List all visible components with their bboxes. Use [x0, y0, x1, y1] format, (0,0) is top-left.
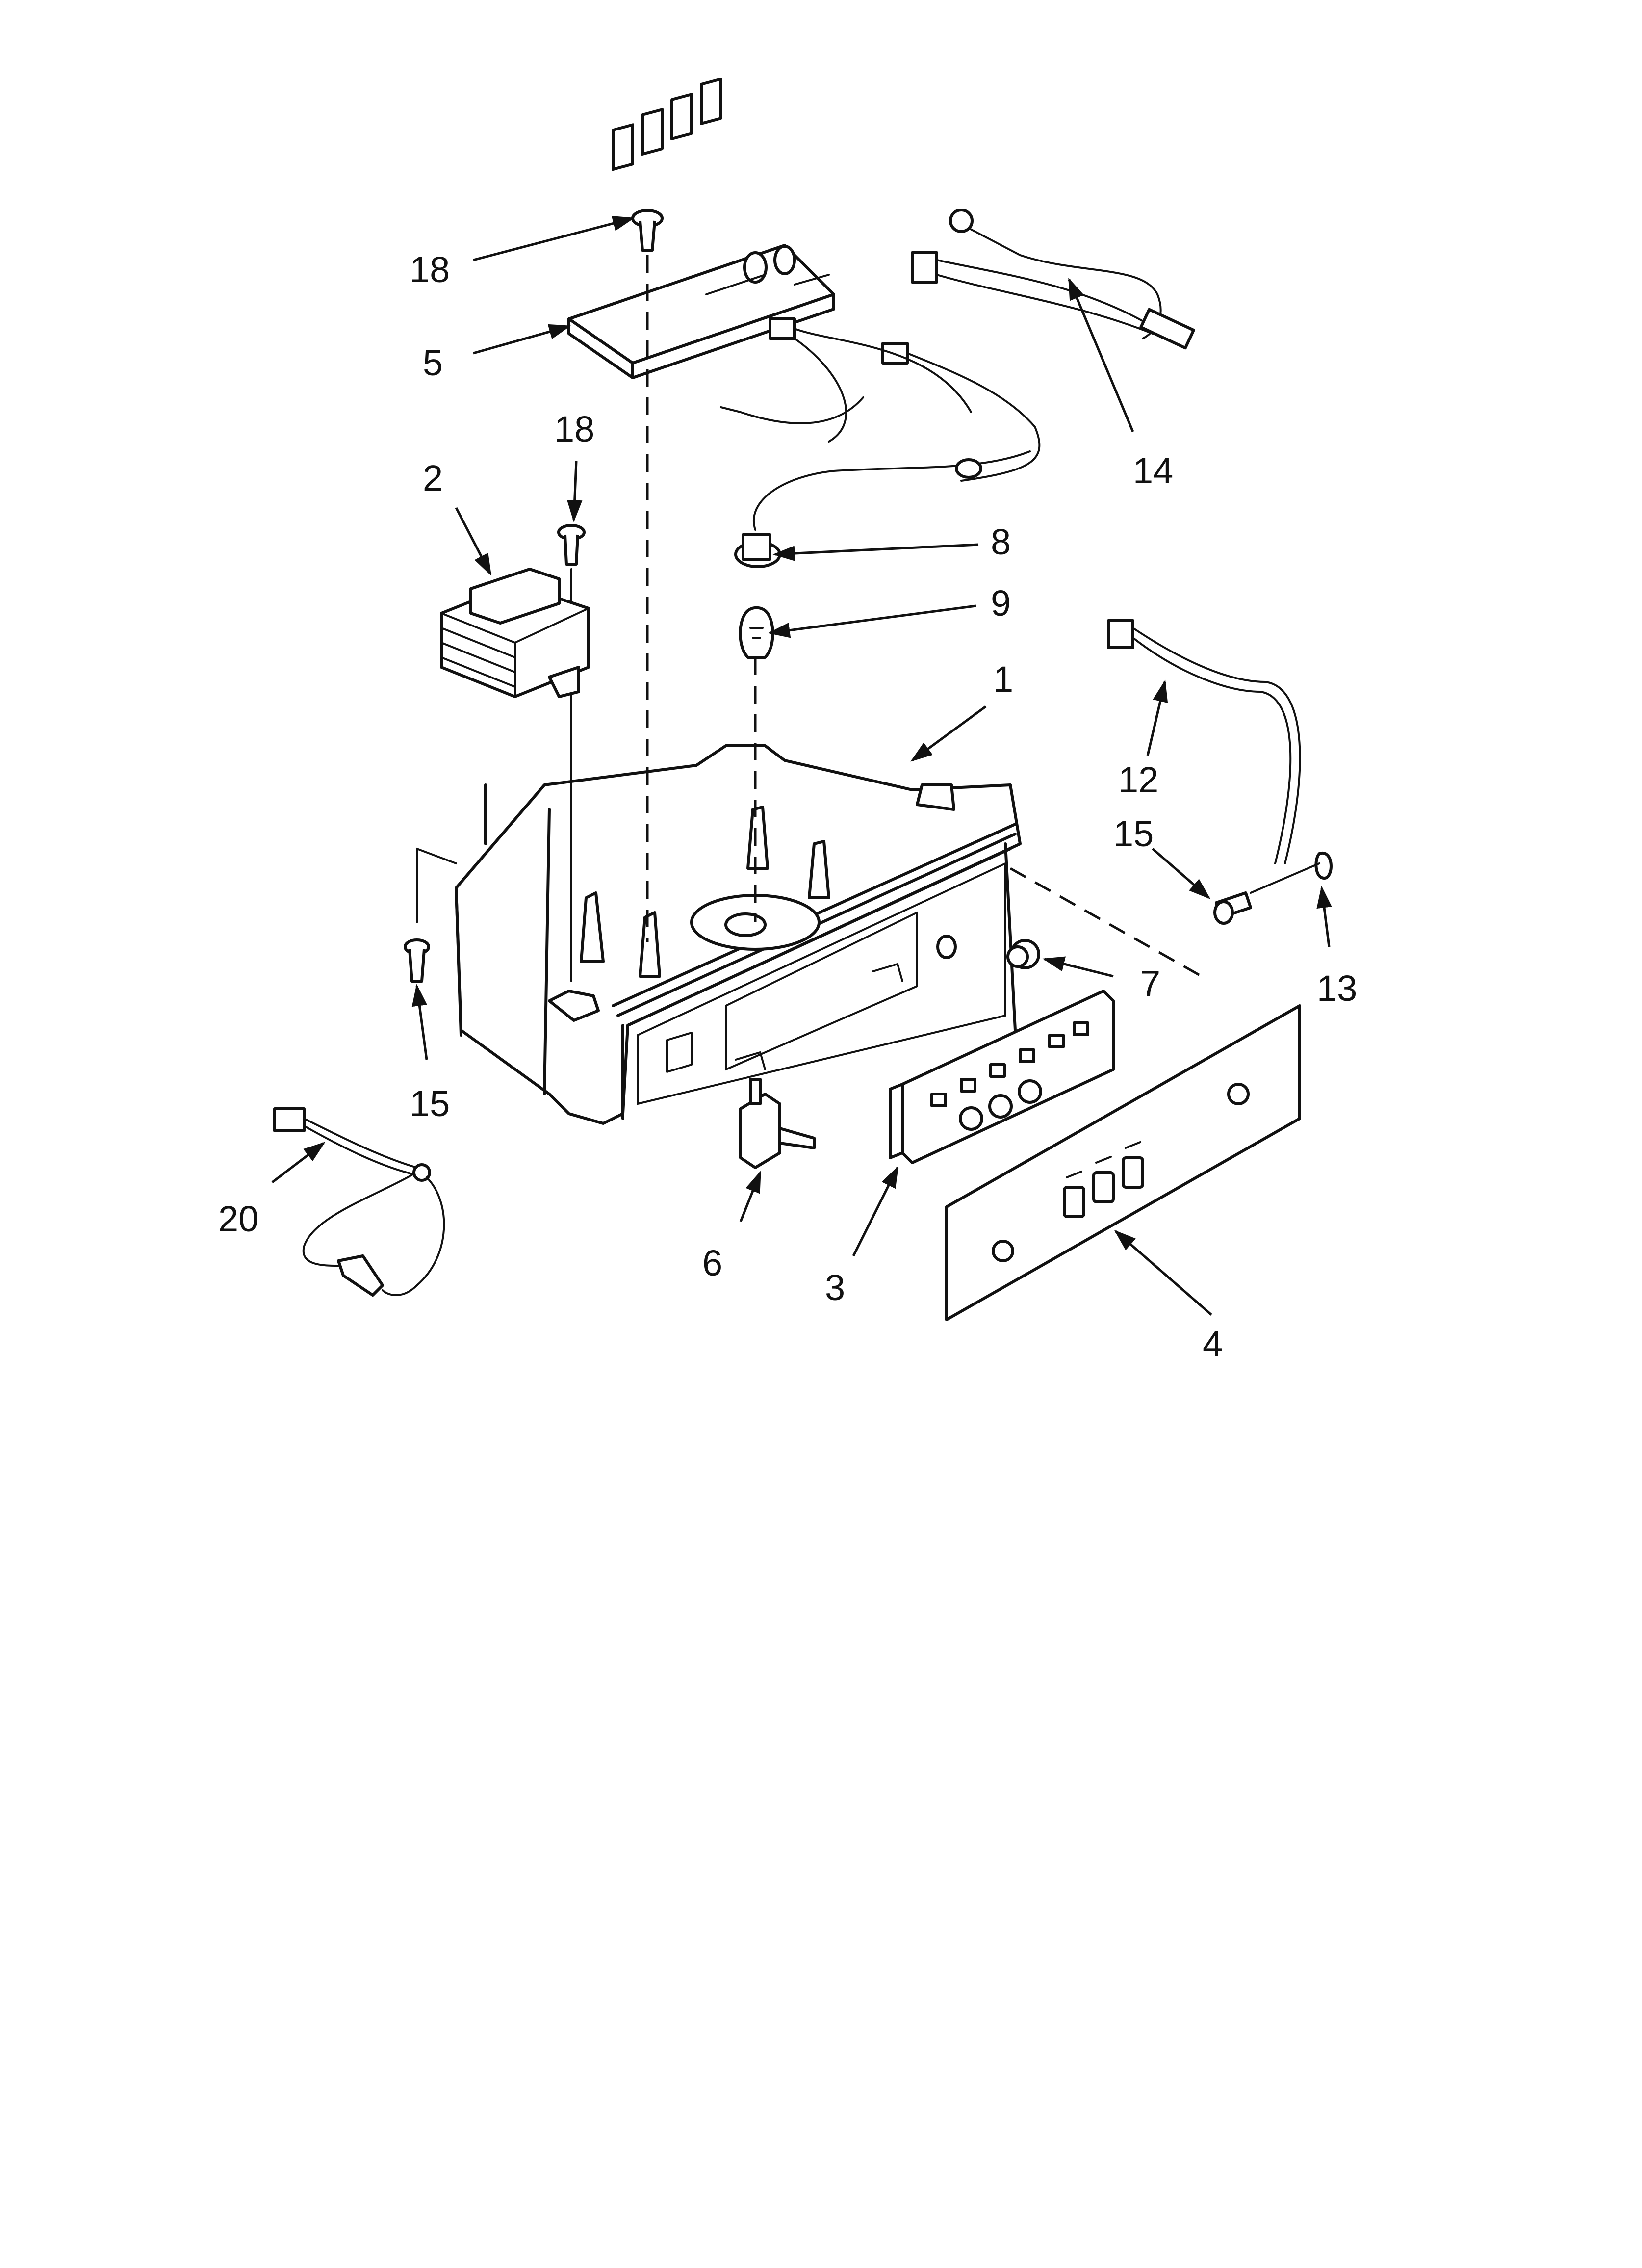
- control-housing: [455, 744, 1022, 1125]
- wire-clip: [1250, 851, 1333, 894]
- callout-5: 5: [423, 342, 443, 383]
- callout-4: 4: [1203, 1324, 1223, 1364]
- alignment-line: [1009, 867, 1203, 978]
- screw-top: [631, 209, 664, 252]
- callout-6: 6: [702, 1243, 722, 1283]
- callout-20: 20: [218, 1199, 258, 1239]
- callout-15-right: 15: [1113, 813, 1154, 854]
- screw-transformer: [557, 524, 586, 566]
- callout-3: 3: [825, 1267, 845, 1308]
- callout-1: 1: [993, 659, 1013, 700]
- callout-18-top: 18: [410, 249, 450, 290]
- control-board: [567, 78, 835, 379]
- plug-button: [1006, 939, 1040, 969]
- callout-2: 2: [423, 458, 443, 498]
- screw-right: [1213, 891, 1252, 925]
- callout-7: 7: [1140, 963, 1160, 1004]
- callout-18-transformer: 18: [554, 409, 594, 449]
- user-interface-board: [889, 990, 1115, 1164]
- thermistor-harness: [1107, 619, 1301, 864]
- transformer: [440, 568, 590, 698]
- wire-harness-14: [911, 209, 1195, 350]
- control-overlay: [945, 1004, 1301, 1321]
- callout-15-left: 15: [410, 1083, 450, 1124]
- mounting-bracket-line: [416, 848, 457, 923]
- light-socket-harness: [720, 317, 1041, 568]
- light-bulb: [739, 606, 774, 659]
- callout-13: 13: [1317, 968, 1357, 1009]
- leader-arrows: [271, 216, 1332, 1316]
- callout-14: 14: [1133, 450, 1173, 491]
- sensor-harness: [273, 1107, 445, 1297]
- callout-12: 12: [1118, 759, 1158, 800]
- callout-9: 9: [991, 583, 1011, 624]
- callout-8: 8: [991, 521, 1011, 562]
- door-switch: [739, 1078, 816, 1169]
- screw-left: [404, 938, 430, 983]
